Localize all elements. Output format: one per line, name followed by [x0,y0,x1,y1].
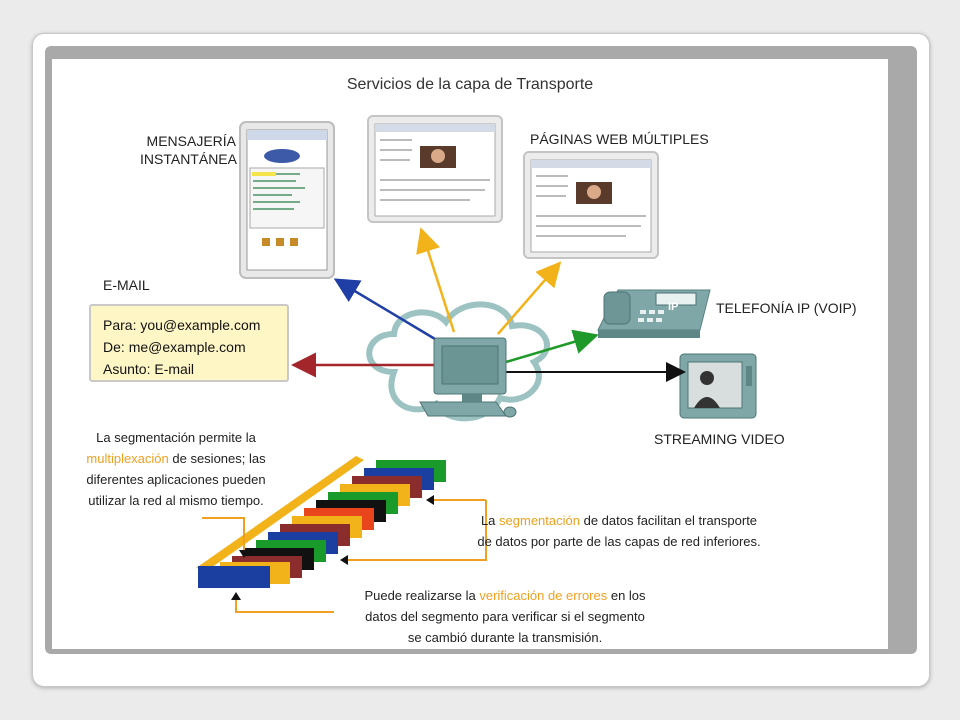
arrow-to-im [333,278,441,344]
email-para-label: Para: [103,317,137,333]
caption-multiplex-line4: utilizar la red al mismo tiempo. [88,493,264,508]
label-voip: TELEFONÍA IP (VOIP) [716,300,857,316]
email-de-value: me@example.com [128,339,246,355]
arrow-to-web-1 [416,227,456,333]
email-de-label: De: [103,339,125,355]
email-para-row: Para: you@example.com [103,314,287,336]
caption-seg-pre: La [480,513,500,528]
ip-phone-icon [597,289,711,338]
caption-err-line1: Puede realizarse la verificación de erro… [330,585,680,606]
label-email: E-MAIL [103,277,150,293]
email-asunto-row: Asunto: E-mail [103,358,287,380]
label-streaming-video: STREAMING VIDEO [654,431,785,447]
caption-err-line3: se cambió durante la transmisión. [407,630,603,645]
caption-seg-post: de datos facilitan el transporte [579,513,758,528]
video-monitor-icon [679,353,757,419]
phone-badge: IP [668,301,679,313]
arrow-to-web-2 [497,261,562,335]
computer-icon [419,337,517,418]
caption-error-checking: Puede realizarse la verificación de erro… [330,585,680,648]
caption-err-post: en los [607,588,646,603]
caption-seg-line2: de datos por parte de las capas de red i… [477,534,761,549]
email-box: Para: you@example.com De: me@example.com… [89,304,289,382]
caption-multiplex-line3: diferentes aplicaciones pueden [86,472,266,487]
email-asunto-label: Asunto: [103,361,151,377]
highlight-segmentacion: segmentación [499,513,580,528]
caption-seg-line1: La segmentación de datos facilitan el tr… [450,510,788,531]
segment-bar [198,566,270,588]
callout-arrowhead [231,592,241,600]
highlight-multiplexacion: multiplexación [86,451,169,466]
data-segments-stack [196,456,446,588]
caption-multiplex-line2-rest: de sesiones; las [168,451,266,466]
caption-err-line2: datos del segmento para verificar si el … [365,609,645,624]
email-asunto-value: E-mail [154,361,195,377]
callout-arrowhead [239,550,249,558]
highlight-verificacion: verificación de errores [479,588,608,603]
caption-multiplex-line1: La segmentación permite la [96,430,256,445]
label-im-line1: MENSAJERÍA [146,133,236,149]
im-device-icon [239,121,335,279]
callout-arrowhead [426,495,434,505]
web-browser-icon-1 [367,115,503,223]
caption-multiplex-line2: multiplexación de sesiones; las [60,448,292,469]
web-browser-icon-2 [523,151,659,259]
callout-arrowhead [340,555,348,565]
email-para-value: you@example.com [140,317,261,333]
caption-segmentation: La segmentación de datos facilitan el tr… [450,510,788,552]
label-im-line2: INSTANTÁNEA [140,151,237,167]
label-instant-messaging: MENSAJERÍA INSTANTÁNEA [140,132,237,168]
callout-lines [202,499,487,613]
caption-multiplexing: La segmentación permite la multiplexació… [60,427,292,511]
diagram-title: Servicios de la capa de Transporte [346,76,594,93]
label-web-pages: PÁGINAS WEB MÚLTIPLES [530,131,709,147]
email-de-row: De: me@example.com [103,336,287,358]
caption-err-pre: Puede realizarse la [364,588,480,603]
arrow-to-voip [505,329,599,364]
